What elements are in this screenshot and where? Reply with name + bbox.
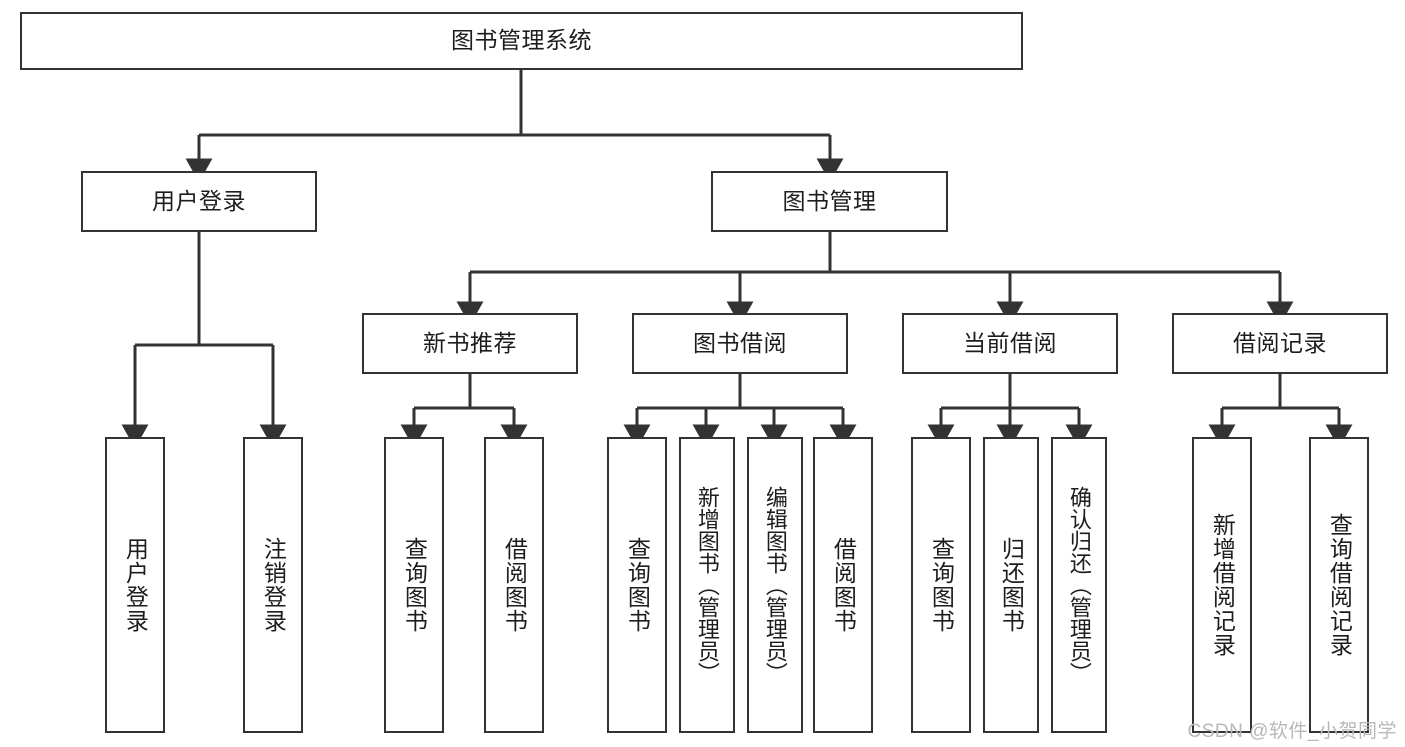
leaf-borrow-record-add-record[interactable]: 新增借阅记录 <box>1192 437 1252 733</box>
node-label: 查询图书 <box>401 537 428 633</box>
node-label: 图书管理 <box>782 187 877 214</box>
node-label: 新增图书（管理员） <box>694 486 720 684</box>
node-label: 确认归还（管理员） <box>1066 486 1092 684</box>
leaf-user-login-login[interactable]: 用户登录 <box>105 437 165 733</box>
leaf-new-book-query-book[interactable]: 查询图书 <box>384 437 444 733</box>
leaf-book-borrow-borrow-book[interactable]: 借阅图书 <box>813 437 873 733</box>
node-label: 注销登录 <box>260 537 287 633</box>
node-user-login[interactable]: 用户登录 <box>81 171 317 232</box>
node-label: 查询借阅记录 <box>1326 513 1353 657</box>
node-label: 新增借阅记录 <box>1209 513 1236 657</box>
node-label: 查询图书 <box>928 537 955 633</box>
node-label: 图书管理系统 <box>451 27 592 54</box>
leaf-current-borrow-confirm-return-admin[interactable]: 确认归还（管理员） <box>1051 437 1107 733</box>
node-label: 查询图书 <box>624 537 651 633</box>
node-label: 图书借阅 <box>693 329 787 356</box>
node-label: 新书推荐 <box>423 329 517 356</box>
leaf-book-borrow-edit-book-admin[interactable]: 编辑图书（管理员） <box>747 437 803 733</box>
node-label: 当前借阅 <box>963 329 1057 356</box>
node-current-borrowing[interactable]: 当前借阅 <box>902 313 1118 374</box>
leaf-current-borrow-query-book[interactable]: 查询图书 <box>911 437 971 733</box>
node-borrowing-records[interactable]: 借阅记录 <box>1172 313 1388 374</box>
node-label: 编辑图书（管理员） <box>762 486 788 684</box>
leaf-borrow-record-query-record[interactable]: 查询借阅记录 <box>1309 437 1369 733</box>
node-book-borrowing[interactable]: 图书借阅 <box>632 313 848 374</box>
leaf-user-login-logout[interactable]: 注销登录 <box>243 437 303 733</box>
node-label: 归还图书 <box>998 537 1025 633</box>
leaf-new-book-borrow-book[interactable]: 借阅图书 <box>484 437 544 733</box>
leaf-current-borrow-return-book[interactable]: 归还图书 <box>983 437 1039 733</box>
node-label: 借阅图书 <box>501 537 528 633</box>
node-root-book-management-system[interactable]: 图书管理系统 <box>20 12 1023 70</box>
node-label: 用户登录 <box>122 537 149 633</box>
node-label: 借阅图书 <box>830 537 857 633</box>
node-label: 借阅记录 <box>1233 329 1327 356</box>
node-label: 用户登录 <box>152 187 246 214</box>
node-new-book-recommendation[interactable]: 新书推荐 <box>362 313 578 374</box>
leaf-book-borrow-query-book[interactable]: 查询图书 <box>607 437 667 733</box>
watermark-text: CSDN @软件_小贺同学 <box>1187 721 1397 742</box>
leaf-book-borrow-add-book-admin[interactable]: 新增图书（管理员） <box>679 437 735 733</box>
node-book-management[interactable]: 图书管理 <box>711 171 948 232</box>
